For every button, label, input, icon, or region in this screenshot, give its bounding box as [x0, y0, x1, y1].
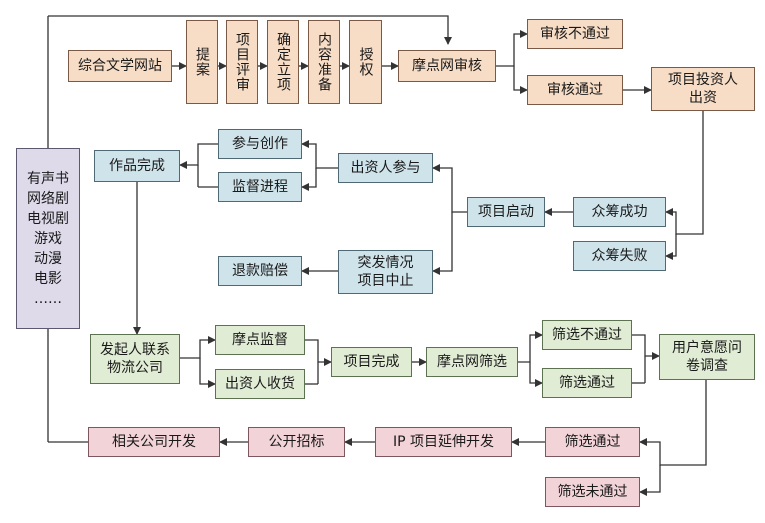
- edge-wuliu-shouhuo: [199, 358, 216, 388]
- edge-shenhe-branch: [496, 30, 528, 67]
- node-tuikuan-peichang: 退款赔偿: [218, 256, 302, 286]
- edge-canyu-jiandu: [301, 168, 317, 191]
- node-shaixuan-tongguo: 筛选通过: [542, 368, 632, 398]
- node-media-list: 有声书 网络剧 电视剧 游戏 动漫 电影 ……: [16, 148, 80, 329]
- node-shaixuan-butongguo: 筛选不通过: [542, 320, 632, 350]
- edge-touzi-zhongchou: [665, 111, 704, 235]
- node-yonghu-diaocha: 用户意愿问 卷调查: [659, 334, 755, 380]
- edge-diaocha-weitongguo: [639, 465, 661, 496]
- node-tufa-zhongzhi: 突发情况 项目中止: [338, 250, 433, 294]
- node-shaixuan-weitongguo: 筛选未通过: [545, 477, 640, 507]
- node-xiangmu-pingshen: 项目评审: [226, 20, 258, 104]
- node-queding-lixiang: 确定立项: [267, 20, 299, 104]
- node-shenhe-butongguo: 审核不通过: [527, 19, 623, 49]
- edge-chuangzuo-wancheng: [179, 143, 218, 169]
- edge-shenhe-tongguo: [513, 66, 528, 94]
- node-faqiren-wuliu: 发起人联系 物流公司: [90, 334, 180, 384]
- node-zonghe-website: 综合文学网站: [68, 50, 172, 82]
- node-jiandu-jincheng: 监督进程: [218, 172, 302, 202]
- node-zhongchou-shibai: 众筹失败: [573, 241, 666, 271]
- node-zuopin-wancheng: 作品完成: [94, 150, 180, 182]
- edge-left-top: [48, 15, 452, 45]
- node-tian: 提案: [186, 20, 218, 104]
- node-shouquan: 授权: [349, 20, 382, 104]
- node-touziren-chuzi: 项目投资人 出资: [651, 67, 755, 111]
- node-zhongchou-chenggong: 众筹成功: [573, 197, 666, 227]
- edge-qidong-zhongzhi: [432, 212, 453, 275]
- node-modian-shenhe: 摩点网审核: [398, 50, 496, 82]
- node-modian-jiandu: 摩点监督: [215, 325, 305, 355]
- node-xiangmu-wancheng: 项目完成: [331, 347, 412, 377]
- edge-butongguo-diaocha: [632, 334, 660, 360]
- node-chuziren-canyu: 出资人参与: [338, 153, 433, 183]
- edge-touzi-shibai: [665, 234, 677, 260]
- node-canyu-chuangzuo: 参与创作: [218, 129, 302, 159]
- edge-shaixuan-butongguo: [518, 331, 543, 363]
- edge-qidong-canyu: [432, 164, 467, 213]
- node-chuziren-shouhuo: 出资人收货: [215, 369, 305, 399]
- node-xiangmu-qidong: 项目启动: [467, 197, 545, 227]
- edge-canyu-chuangzuo: [301, 140, 338, 169]
- edge-diaocha-split: [639, 380, 707, 466]
- node-gongkai-zhaobiao: 公开招标: [248, 427, 345, 457]
- edge-wuliu-jiandu: [180, 336, 216, 359]
- node-neirong-zhunbei: 内容准备: [308, 20, 340, 104]
- node-shenhe-tongguo: 审核通过: [527, 75, 623, 105]
- node-modian-shaixuan: 摩点网筛选: [426, 347, 518, 377]
- node-xiangguan-kaifa: 相关公司开发: [88, 427, 220, 457]
- node-shaixuan-tongguo-final: 筛选通过: [545, 427, 640, 457]
- edge-jiandu-wancheng: [305, 339, 332, 366]
- node-ip-yanshen: IP 项目延伸开发: [375, 427, 512, 457]
- edge-shaixuan-tongguo: [529, 362, 543, 387]
